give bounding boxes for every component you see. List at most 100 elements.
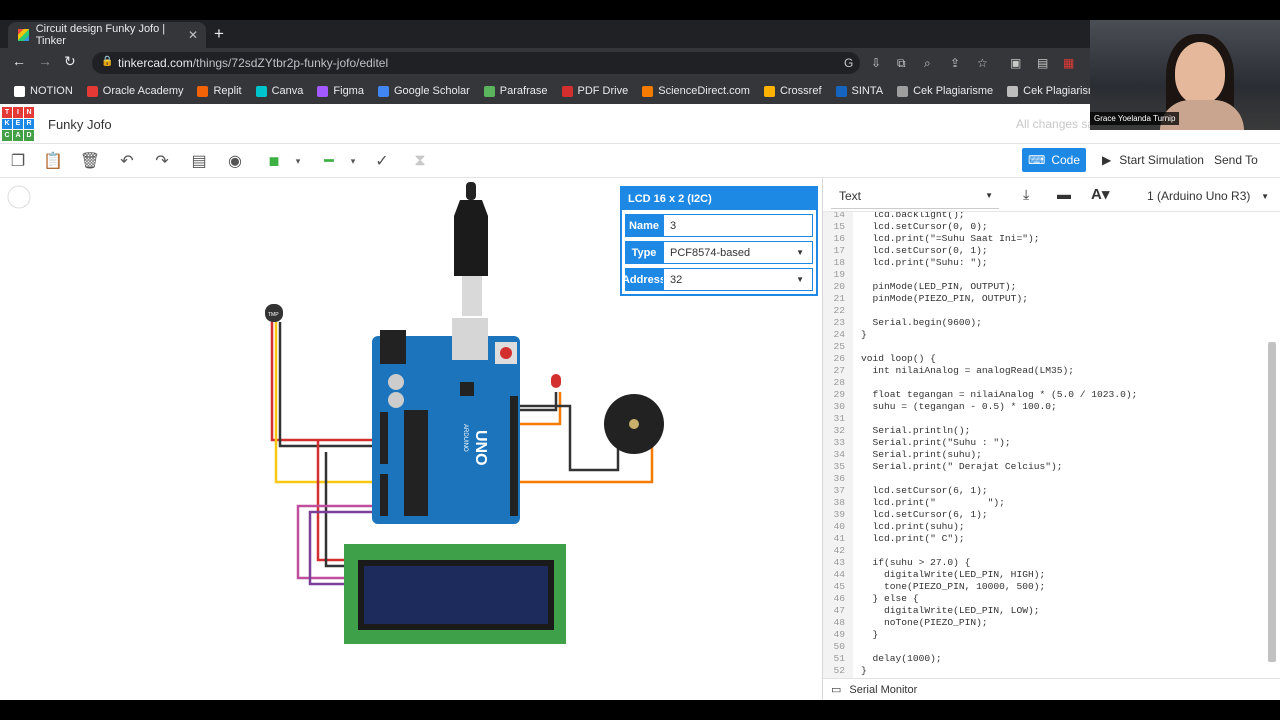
address-bar[interactable]: 🔒 tinkercad.com/things/72sdZYtbr2p-funky… (92, 52, 860, 74)
lcd-screen (364, 566, 548, 624)
rotate-icon[interactable]: ✓ (375, 153, 389, 170)
upload-icon[interactable]: ▬ (1057, 186, 1071, 202)
line-number: 38 (833, 497, 845, 508)
name-input[interactable]: 3 (663, 214, 813, 237)
line-number: 45 (833, 581, 845, 592)
code-text: int nilaiAnalog = analogRead(LM35); (861, 365, 1075, 376)
code-line: 30 suhu = (tegangan - 0.5) * 100.0; (823, 401, 1267, 413)
webcam-name: Grace Yoelanda Turnip (1090, 112, 1180, 125)
google-icon[interactable]: G (844, 56, 854, 70)
code-text: noTone(PIEZO_PIN); (861, 617, 988, 628)
line-number: 18 (833, 257, 845, 268)
code-line: 35 Serial.print(" Derajat Celcius"); (823, 461, 1267, 473)
back-icon[interactable]: ← (12, 53, 26, 69)
send-to-button[interactable]: Send To (1214, 148, 1274, 172)
wire-lcd-vcc (316, 440, 348, 562)
code-text: } else { (861, 593, 919, 604)
bookmark-item[interactable]: Google Scholar (377, 85, 470, 97)
bookmark-item[interactable]: Oracle Academy (86, 85, 183, 97)
star-icon[interactable]: ☆ (977, 56, 988, 70)
serial-monitor-label: Serial Monitor (849, 683, 918, 696)
paste-icon[interactable]: 📋 (43, 153, 63, 170)
code-line: 40 lcd.print(suhu); (823, 521, 1267, 533)
led (551, 374, 561, 388)
font-size-icon[interactable]: A▾ (1091, 186, 1110, 203)
bookmark-item[interactable]: PDF Drive (561, 85, 628, 97)
new-tab-icon[interactable]: + (214, 24, 224, 43)
copy-icon[interactable]: ❐ (10, 153, 26, 170)
code-editor[interactable]: 14 lcd.backlight();15 lcd.setCursor(0, 0… (823, 212, 1267, 678)
sensor-label: TMP (268, 312, 279, 318)
code-line: 42 (823, 545, 1267, 557)
code-mode-value: Text (839, 188, 862, 203)
arduino-board (372, 336, 520, 524)
device-select[interactable]: 1 (Arduino Uno R3) ▼ (1139, 183, 1273, 209)
inspector-label: Type (625, 241, 663, 264)
install-icon[interactable]: ⇩ (871, 56, 882, 70)
wire-piezo-gnd (510, 404, 620, 472)
logo-letter: I (13, 107, 23, 118)
undo-icon[interactable]: ↶ (120, 153, 134, 170)
bookmark-item[interactable]: ScienceDirect.com (642, 85, 750, 97)
forward-icon[interactable]: → (38, 53, 52, 69)
browser-tab[interactable]: Circuit design Funky Jofo | Tinker ✕ (8, 22, 206, 48)
serial-monitor-bar[interactable]: ▭ Serial Monitor (823, 678, 1280, 700)
usb-plug (462, 276, 482, 316)
code-line: 14 lcd.backlight(); (823, 212, 1267, 221)
bookmark-item[interactable]: SINTA (835, 85, 883, 97)
download-icon[interactable]: ⤓ (1023, 186, 1030, 202)
code-text: } (861, 665, 867, 676)
color-dropdown-icon[interactable]: ▾ (295, 155, 301, 166)
extension2-icon[interactable]: ▤ (1037, 56, 1049, 70)
bookmark-item[interactable]: Replit (197, 85, 242, 97)
power-jack (380, 330, 406, 364)
bookmark-icon (897, 85, 909, 97)
translate-icon[interactable]: ⧉ (897, 56, 906, 70)
code-line: 28 (823, 377, 1267, 389)
address-select[interactable]: 32▼ (663, 268, 813, 291)
code-button[interactable]: ⌨ Code (1022, 148, 1086, 172)
visibility-icon[interactable]: ◉ (228, 153, 242, 170)
redo-icon[interactable]: ↷ (155, 153, 169, 170)
code-text: } (861, 329, 867, 340)
code-scrollbar[interactable] (1268, 342, 1276, 662)
reload-icon[interactable]: ↻ (64, 53, 76, 69)
wire-type-icon[interactable]: ━ (324, 153, 334, 170)
bookmark-icon (86, 85, 98, 97)
inspector-label: Name (625, 214, 663, 237)
flip-icon[interactable]: ⧗ (414, 152, 426, 169)
project-name[interactable]: Funky Jofo (48, 117, 112, 132)
bookmark-item[interactable]: Crossref (763, 85, 822, 97)
power-header (380, 412, 388, 464)
bookmark-item[interactable]: Canva (255, 85, 303, 97)
line-number: 30 (833, 401, 845, 412)
extension-icon[interactable]: ▣ (1010, 56, 1022, 70)
bookmark-item[interactable]: Cek Plagiarisme (1007, 85, 1103, 97)
code-line: 44 digitalWrite(LED_PIN, HIGH); (823, 569, 1267, 581)
code-line: 19 (823, 269, 1267, 281)
notes-icon[interactable]: ▤ (191, 153, 207, 170)
inspector-row-name: Name 3 (625, 214, 813, 237)
zoom-icon[interactable]: ⌕ (924, 56, 931, 70)
bookmark-item[interactable]: Cek Plagiarisme (897, 85, 993, 97)
code-text: void loop() { (861, 353, 936, 364)
close-tab-icon[interactable]: ✕ (187, 28, 198, 42)
wire-dropdown-icon[interactable]: ▾ (350, 155, 356, 166)
circuit-drawing[interactable]: TMP UNO ARDUINO (0, 178, 822, 700)
chevron-down-icon: ▼ (985, 191, 993, 200)
code-mode-select[interactable]: Text ▼ (831, 183, 999, 209)
color-swatch-icon[interactable]: ■ (268, 150, 280, 171)
extension3-icon[interactable]: ▦ (1063, 56, 1075, 70)
start-simulation-button[interactable]: ▶ Start Simulation (1094, 148, 1206, 172)
capacitor-1 (388, 374, 404, 390)
share-icon[interactable]: ⇪ (950, 56, 961, 70)
bookmark-item[interactable]: Parafrase (483, 85, 548, 97)
bookmark-item[interactable]: NOTION (14, 85, 73, 97)
delete-icon[interactable]: 🗑 (79, 153, 101, 170)
wire-led (510, 392, 562, 426)
code-text: lcd.print(suhu); (861, 521, 965, 532)
bookmark-item[interactable]: Figma (317, 85, 364, 97)
type-select[interactable]: PCF8574-based▼ (663, 241, 813, 264)
